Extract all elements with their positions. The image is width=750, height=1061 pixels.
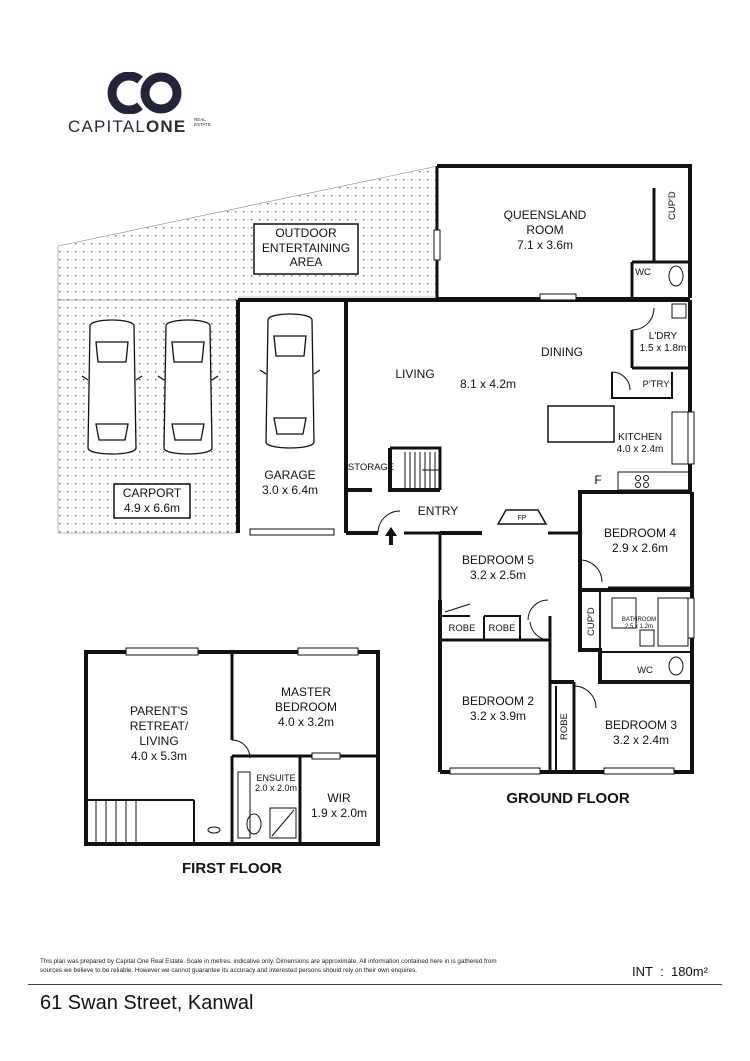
first-floor-title: FIRST FLOOR (182, 860, 282, 877)
outdoor-entertaining-label: OUTDOOR ENTERTAINING AREA (261, 226, 351, 269)
first-floor-details (95, 647, 359, 844)
stairs (404, 452, 440, 488)
cupboard-mid-label: CUP'D (586, 607, 597, 636)
brand-name: CAPITALONE (68, 117, 187, 136)
cooktop (635, 475, 649, 488)
kitchen-island (547, 405, 615, 443)
robe-a-label: ROBE (448, 623, 476, 634)
living-label: LIVING (395, 367, 435, 381)
car-icons (81, 313, 321, 455)
ensuite-label: ENSUITE 2.0 x 2.0m (254, 773, 298, 793)
garage-label: GARAGE 3.0 x 6.4m (261, 468, 319, 497)
kitchen-label: KITCHEN 4.0 x 2.4m (616, 432, 664, 455)
fireplace (496, 509, 548, 525)
entry-arrow (385, 527, 397, 545)
dining-label: DINING (541, 345, 583, 359)
wc-top-label: WC (635, 267, 651, 278)
fixtures (611, 265, 689, 676)
kitchen-bench (617, 471, 691, 491)
bathroom-label: BATHROOM 2.5 x 1.2m (621, 617, 657, 630)
carport-label-box (113, 483, 191, 519)
robe-c-label: ROBE (559, 713, 570, 740)
living-size-label: 8.1 x 4.2m (459, 377, 517, 391)
bedroom-2-label: BEDROOM 2 3.2 x 3.9m (461, 694, 535, 723)
door-swings (377, 307, 655, 709)
robe-b-label: ROBE (488, 623, 516, 634)
storage-label: STORAGE (347, 462, 395, 473)
laundry-label: L'DRY 1.5 x 1.8m (639, 331, 687, 354)
fridge-label: F (594, 473, 602, 487)
entry-label: ENTRY (417, 504, 459, 518)
brand-suffix: REAL ESTATE (194, 117, 211, 127)
window-marks (249, 229, 695, 775)
outdoor-label-box (253, 223, 359, 275)
bedroom-4-label: BEDROOM 4 2.9 x 2.6m (603, 526, 677, 555)
internal-area: INT : 180m² (632, 964, 708, 979)
carport-label: CARPORT 4.9 x 6.6m (122, 486, 182, 515)
master-bedroom-label: MASTER BEDROOM 4.0 x 3.2m (274, 685, 338, 729)
disclaimer-text: This plan was prepared by Capital One Re… (40, 958, 497, 974)
footer-divider (28, 984, 722, 985)
parents-retreat-label: PARENT'S RETREAT/ LIVING 4.0 x 5.3m (129, 704, 189, 763)
bedroom-3-label: BEDROOM 3 3.2 x 2.4m (604, 718, 678, 747)
fireplace-label: FP (517, 515, 527, 522)
ground-floor-title: GROUND FLOOR (506, 790, 630, 807)
pantry-label: P'TRY (642, 379, 670, 390)
first-floor-walls (84, 650, 380, 846)
kitchen-sink (671, 411, 689, 465)
brand-logo-mark (106, 71, 182, 115)
property-address: 61 Swan Street, Kanwal (40, 992, 254, 1014)
wc-mid-label: WC (637, 665, 653, 676)
ground-floor-walls (236, 164, 694, 774)
queensland-room-label: QUEENSLAND ROOM 7.1 x 3.6m (503, 208, 587, 252)
bedroom-5-label: BEDROOM 5 3.2 x 2.5m (461, 553, 535, 582)
cupboard-top-label: CUP'D (667, 191, 678, 220)
wir-label: WIR 1.9 x 2.0m (310, 791, 368, 820)
